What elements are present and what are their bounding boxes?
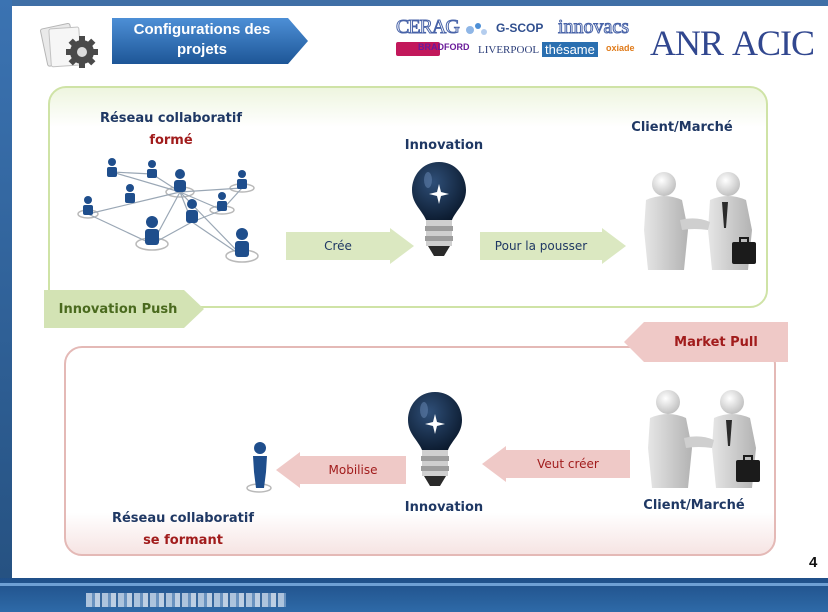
logo-cerag-mark <box>466 23 487 35</box>
bottom-frame-band <box>0 578 828 612</box>
logo-anr: ANR <box>650 23 724 63</box>
bottom-frame-strip <box>0 583 828 586</box>
page-title: Configurations des projets <box>112 20 292 60</box>
top-frame-band <box>0 0 828 6</box>
person-icon <box>246 442 272 493</box>
page-title-line-1: Configurations des <box>133 21 271 38</box>
logo-oxiade: oxiade <box>606 43 635 53</box>
pull-network-label: Réseau collaboratif se formant <box>98 508 268 552</box>
logo-gscop: G-SCOP <box>496 21 544 35</box>
pull-network-label-line-1: Réseau collaboratif <box>111 511 254 526</box>
pull-innovation-label: Innovation <box>404 500 484 515</box>
logo-innovacs: innovacs <box>557 16 630 39</box>
arrow-mobilise-label: Mobilise <box>328 463 378 477</box>
logo-acic: ACIC <box>732 23 815 63</box>
handshake-icon <box>648 390 760 488</box>
arrow-pousser-label: Pour la pousser <box>494 239 588 253</box>
push-client-label: Client/Marché <box>631 120 733 135</box>
push-network-label-line-1: Réseau collaboratif <box>99 111 242 126</box>
push-innovation-label: Innovation <box>404 138 484 153</box>
push-network-label-line-2: formé <box>149 133 193 148</box>
title-banner: Configurations des projets <box>112 18 308 64</box>
push-network-label: Réseau collaboratif formé <box>86 108 256 152</box>
arrow-pousser: Pour la pousser <box>480 228 626 264</box>
pull-network-label-line-2: se formant <box>143 533 223 548</box>
logo-liverpool: LIVERPOOL <box>478 44 540 56</box>
collaborative-network-icon <box>77 158 259 263</box>
partner-logos: CERAG G-SCOP innovacs ANR ACIC BRADFORD … <box>396 16 828 64</box>
page-number: 4 <box>809 554 818 571</box>
arrow-veut-creer-label: Veut créer <box>537 457 599 471</box>
market-pull-tab-label: Market Pull <box>674 334 758 350</box>
arrow-cree-label: Crée <box>324 239 352 253</box>
logo-bradford-block <box>396 42 440 56</box>
innovation-push-tab-label: Innovation Push <box>58 301 178 317</box>
logo-bradford: BRADFORD <box>418 42 470 52</box>
logo-cerag: CERAG <box>396 16 461 39</box>
arrow-veut-creer: Veut créer <box>482 446 630 482</box>
pull-client-label: Client/Marché <box>643 498 745 513</box>
logo-thesame: thésame <box>542 42 598 57</box>
innovation-push-tab: Innovation Push <box>44 290 204 328</box>
left-frame-band <box>0 0 12 612</box>
market-pull-tab: Market Pull <box>624 322 788 362</box>
page-title-line-2: projets <box>176 41 227 58</box>
innovation-push-panel <box>48 86 768 308</box>
handshake-icon <box>644 172 756 270</box>
footer-pattern <box>86 593 286 607</box>
lightbulb-icon <box>412 162 466 256</box>
arrow-cree: Crée <box>286 228 414 264</box>
lightbulb-icon <box>408 392 462 486</box>
settings-gear-icon <box>40 22 98 68</box>
arrow-mobilise: Mobilise <box>276 452 406 488</box>
